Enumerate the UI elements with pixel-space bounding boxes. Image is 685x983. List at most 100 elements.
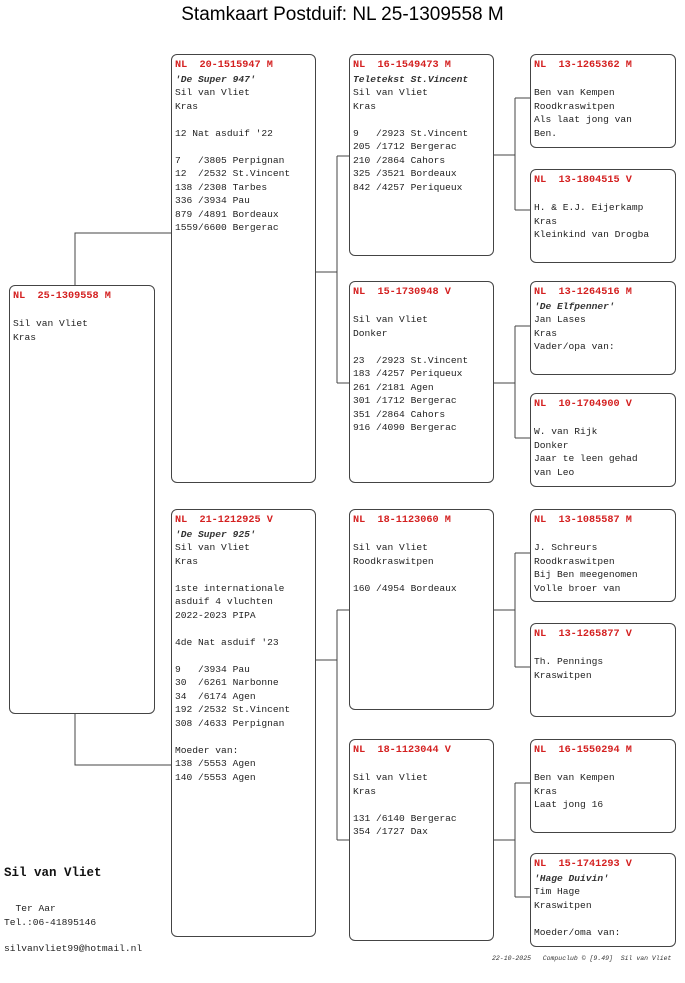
info-line: Kraswitpen	[534, 899, 592, 911]
info-line: 138 /5553 Agen	[175, 758, 256, 769]
info-line: van Leo	[534, 466, 575, 478]
ring-number: NL 13-1085587 M	[534, 515, 632, 526]
ring-number: NL 13-1264516 M	[534, 287, 632, 298]
info-line: Jan Lases	[534, 314, 586, 325]
info-line	[353, 300, 493, 314]
info-line: Laat jong 16	[534, 799, 604, 810]
info-line: Ben van Kempen	[534, 772, 615, 783]
info-line: 12 Nat asduif '22	[175, 127, 273, 139]
info-line: Sil van Vliet	[353, 542, 428, 553]
ring-number: NL 25-1309558 M	[13, 291, 111, 302]
footer-credit: 22-10-2025 Compuclub © [9.49] Sil van Vl…	[492, 955, 672, 962]
info-line: 210 /2864 Cahors	[353, 154, 446, 166]
owner-city: Ter Aar	[4, 903, 56, 914]
owner-email: silvanvliet99@hotmail.nl	[4, 943, 143, 954]
info-line	[353, 568, 493, 582]
info-line: Sil van Vliet	[175, 542, 250, 553]
info-line	[534, 73, 675, 87]
info-line: Kras	[534, 785, 558, 797]
pigeon-name: 'De Super 947'	[175, 73, 256, 85]
info-line: J. Schreurs	[534, 542, 598, 553]
owner-name: Sil van Vliet	[4, 866, 102, 880]
info-line: Roodkraswitpen	[534, 100, 615, 112]
ring-number: NL 13-1804515 V	[534, 175, 632, 186]
info-line	[534, 758, 675, 772]
pigeon-card-sire: NL 20-1515947 M'De Super 947'Sil van Vli…	[171, 54, 316, 483]
info-line: Volle broer van	[534, 582, 621, 594]
info-line: Moeder/oma van:	[534, 926, 621, 938]
info-line: Th. Pennings	[534, 656, 604, 667]
info-line: 205 /1712 Bergerac	[353, 141, 457, 152]
ring-number: NL 13-1265877 V	[534, 629, 632, 640]
info-line: 1ste internationale	[175, 582, 285, 594]
info-line: 4de Nat asduif '23	[175, 636, 279, 648]
info-line	[353, 758, 493, 772]
ring-number: NL 21-1212925 V	[175, 515, 273, 526]
ring-number: NL 16-1549473 M	[353, 60, 451, 71]
info-line: Roodkraswitpen	[534, 555, 615, 567]
info-line	[175, 730, 315, 744]
info-line: Bij Ben meegenomen	[534, 569, 638, 580]
info-line: 9 /3934 Pau	[175, 663, 250, 675]
info-line	[353, 340, 493, 354]
info-line	[175, 568, 315, 582]
info-line	[534, 642, 675, 656]
info-line: 261 /2181 Agen	[353, 381, 434, 393]
info-line	[534, 188, 675, 202]
info-line: 301 /1712 Bergerac	[353, 395, 457, 406]
info-line: 30 /6261 Narbonne	[175, 677, 279, 688]
info-line: 916 /4090 Bergerac	[353, 422, 457, 433]
info-line: Kras	[353, 785, 377, 797]
info-line	[175, 649, 315, 663]
info-line: Ben van Kempen	[534, 87, 615, 98]
info-line: Jaar te leen gehad	[534, 453, 638, 464]
info-line: 879 /4891 Bordeaux	[175, 208, 279, 220]
info-line: Sil van Vliet	[13, 318, 88, 329]
info-line: Kras	[353, 100, 377, 112]
info-line: Sil van Vliet	[353, 87, 428, 98]
info-line: 192 /2532 St.Vincent	[175, 704, 291, 715]
info-line	[534, 912, 675, 926]
ring-number: NL 10-1704900 V	[534, 399, 632, 410]
info-line: 354 /1727 Dax	[353, 826, 428, 837]
info-line: Ben.	[534, 127, 558, 139]
pigeon-name: 'De Super 925'	[175, 528, 256, 540]
ring-number: NL 18-1123060 M	[353, 515, 451, 526]
info-line: Kleinkind van Drogba	[534, 229, 650, 240]
info-line: 336 /3934 Pau	[175, 195, 250, 206]
info-line	[353, 113, 493, 127]
info-line: Donker	[534, 439, 569, 451]
info-line	[175, 140, 315, 154]
info-line: Moeder van:	[175, 744, 239, 756]
info-line: asduif 4 vluchten	[175, 596, 273, 607]
ring-number: NL 16-1550294 M	[534, 745, 632, 756]
info-line: 9 /2923 St.Vincent	[353, 127, 469, 139]
info-line: 140 /5553 Agen	[175, 771, 256, 783]
info-line: H. & E.J. Eijerkamp	[534, 202, 644, 213]
info-line: Kras	[175, 555, 199, 567]
info-line: 34 /6174 Agen	[175, 690, 256, 702]
owner-phone: Tel.:06-41895146	[4, 917, 97, 928]
info-line: 842 /4257 Periqueux	[353, 181, 463, 193]
info-line: Vader/opa van:	[534, 341, 615, 352]
pigeon-name: 'Hage Duivin'	[534, 872, 609, 884]
info-line: 2022-2023 PIPA	[175, 609, 256, 621]
info-line: 12 /2532 St.Vincent	[175, 168, 291, 179]
info-line	[175, 622, 315, 636]
info-line	[175, 113, 315, 127]
info-line: 325 /3521 Bordeaux	[353, 168, 457, 179]
info-line: 183 /4257 Periqueux	[353, 368, 463, 379]
info-line: 7 /3805 Perpignan	[175, 154, 285, 166]
info-line: Kras	[534, 327, 558, 339]
